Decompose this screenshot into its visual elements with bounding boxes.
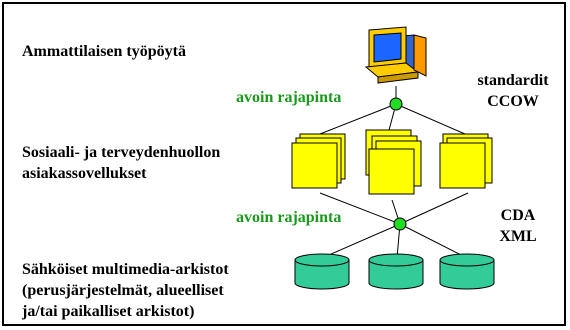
applications-label-line1: Sosiaali- ja terveydenhuollon	[22, 144, 221, 161]
archives-label-line1: Sähköiset multimedia-arkistot	[22, 261, 229, 278]
standards-label-line2: CCOW	[487, 93, 539, 110]
computer-workstation-icon	[364, 26, 427, 84]
app3-to-node-line	[399, 192, 469, 225]
standards-label-line1: standardit	[477, 72, 549, 89]
node-to-app1-line	[319, 103, 397, 135]
open-interface-label-top: avoin rajapinta	[236, 89, 342, 106]
top-interface-node	[389, 97, 403, 111]
applications-label-line2: asiakassovellukset	[22, 165, 147, 182]
archives-label-line3: ja/tai paikalliset arkistot)	[22, 303, 195, 320]
application-box	[439, 142, 486, 189]
open-interface-label-bottom: avoin rajapinta	[236, 209, 342, 226]
formats-label-line1: CDA	[500, 207, 536, 224]
desktop-label: Ammattilaisen työpöytä	[22, 43, 186, 60]
application-box	[368, 148, 415, 195]
node-to-app3-line	[395, 103, 466, 135]
formats-label-line2: XML	[499, 228, 537, 245]
archive-cylinder	[368, 253, 424, 290]
application-boxes	[291, 129, 493, 195]
top-connectors	[319, 86, 466, 135]
archive-cylinder	[439, 253, 495, 290]
application-box	[291, 142, 338, 189]
node-to-archive3-line	[399, 223, 468, 259]
archives-label-line2: (perusjärjestelmät, alueelliset	[22, 282, 224, 299]
bottom-interface-node	[393, 217, 407, 231]
app1-to-node-line	[319, 192, 401, 225]
archive-cylinder	[294, 253, 350, 290]
node-to-archive1-line	[321, 223, 401, 259]
